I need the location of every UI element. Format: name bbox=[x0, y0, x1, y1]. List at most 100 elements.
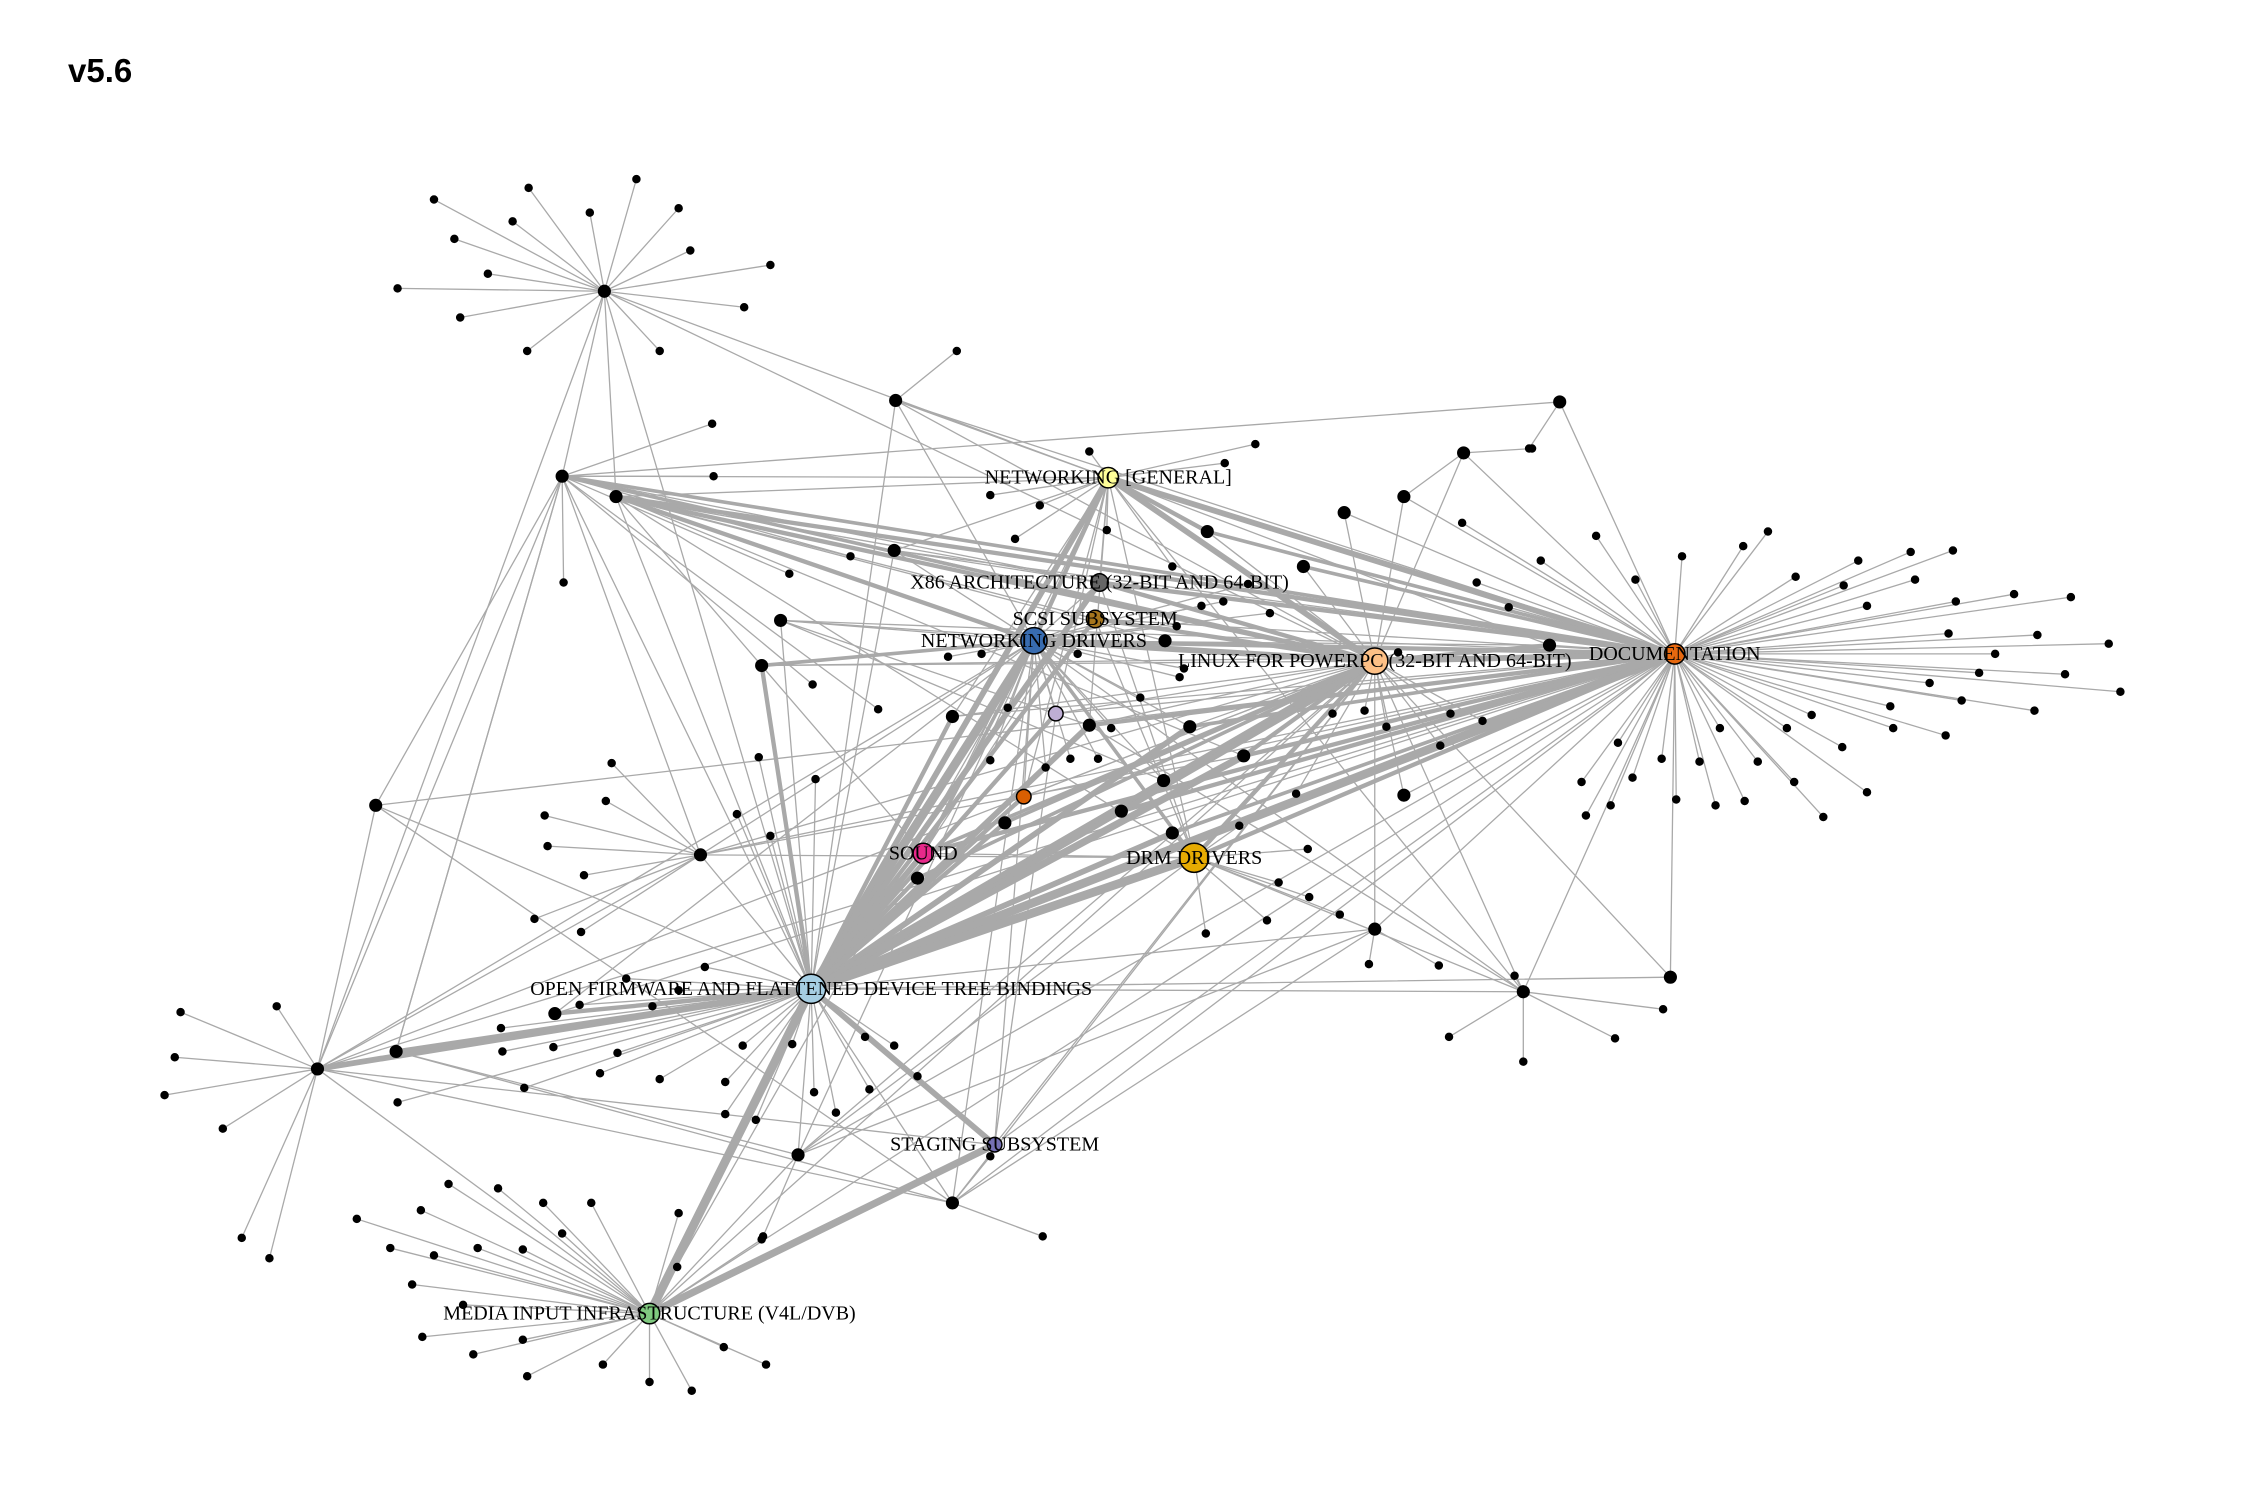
graph-edge bbox=[1403, 495, 1676, 655]
secondary-node bbox=[1183, 720, 1197, 734]
leaf-node bbox=[738, 1041, 747, 1050]
leaf-node bbox=[1925, 678, 1934, 688]
leaf-node bbox=[1382, 722, 1391, 731]
secondary-node bbox=[1368, 922, 1382, 936]
leaf-node bbox=[1628, 773, 1637, 782]
graph-edge bbox=[615, 495, 1245, 757]
graph-edge bbox=[433, 198, 606, 292]
leaf-node bbox=[1291, 789, 1301, 798]
graph-edge bbox=[1674, 653, 1947, 737]
leaf-node bbox=[1738, 541, 1748, 551]
graph-edge bbox=[472, 1312, 651, 1356]
graph-edge bbox=[1661, 653, 1676, 760]
graph-edge bbox=[951, 928, 1376, 1204]
leaf-node bbox=[1220, 458, 1230, 468]
graph-edge bbox=[648, 1154, 799, 1315]
graph-edge bbox=[615, 495, 1101, 584]
leaf-node bbox=[576, 927, 586, 937]
graph-edge-heavy bbox=[921, 638, 1036, 856]
leaf-node bbox=[645, 1377, 654, 1387]
graph-edge bbox=[1522, 991, 1664, 1010]
secondary-node bbox=[1457, 446, 1471, 460]
graph-edge bbox=[1107, 443, 1256, 479]
graph-edge bbox=[1343, 511, 1376, 662]
graph-edge bbox=[611, 762, 702, 856]
hub-label-x86-architecture: X86 ARCHITECTURE (32-BIT AND 64-BIT) bbox=[910, 572, 1289, 594]
graph-edge bbox=[779, 619, 1090, 726]
leaf-node bbox=[1974, 668, 1984, 678]
graph-edge bbox=[699, 653, 1676, 856]
leaf-node bbox=[1335, 910, 1345, 919]
leaf-node bbox=[1519, 1057, 1528, 1066]
leaf-node bbox=[1888, 723, 1898, 733]
graph-edge-heavy bbox=[806, 853, 1199, 994]
hub-node-unlabeled-orange bbox=[1015, 788, 1032, 805]
leaf-node bbox=[709, 471, 718, 481]
graph-edge bbox=[1674, 653, 1788, 729]
graph-edge-heavy bbox=[808, 778, 1166, 992]
graph-edge bbox=[1462, 447, 1533, 454]
graph-edge bbox=[1674, 545, 1744, 655]
graph-edge bbox=[316, 290, 606, 1070]
graph-edge bbox=[589, 211, 606, 292]
leaf-node bbox=[598, 1360, 608, 1369]
secondary-node bbox=[945, 1196, 960, 1210]
leaf-node bbox=[2030, 706, 2039, 715]
leaf-node bbox=[1066, 754, 1075, 763]
leaf-node bbox=[686, 246, 695, 255]
leaf-node bbox=[549, 1042, 558, 1052]
leaf-node bbox=[1807, 710, 1816, 720]
leaf-node bbox=[160, 1090, 169, 1100]
graph-edge-heavy bbox=[1191, 651, 1677, 860]
graph-edge bbox=[1107, 477, 1524, 993]
leaf-node bbox=[1038, 1232, 1047, 1241]
leaf-node bbox=[585, 208, 595, 217]
hub-label-media-input: MEDIA INPUT INFRASTRUCTURE (V4L/DVB) bbox=[443, 1303, 855, 1325]
leaf-node bbox=[1711, 801, 1720, 810]
graph-edge bbox=[1674, 653, 1824, 818]
leaf-node bbox=[1179, 664, 1189, 673]
hub-label-sound: SOUND bbox=[889, 842, 958, 864]
graph-edge bbox=[523, 988, 812, 1089]
leaf-node bbox=[595, 1069, 605, 1078]
leaf-node bbox=[739, 303, 749, 312]
leaf-node bbox=[1791, 572, 1800, 581]
graph-edge bbox=[487, 273, 606, 292]
graph-edge bbox=[395, 475, 563, 1053]
graph-edge bbox=[462, 1304, 651, 1315]
graph-edge bbox=[1088, 660, 1376, 726]
graph-edge bbox=[1461, 522, 1676, 655]
graph-edge bbox=[699, 854, 812, 990]
leaf-node bbox=[1862, 601, 1872, 611]
leaf-node bbox=[977, 649, 986, 659]
leaf-node bbox=[1393, 648, 1403, 657]
graph-edge bbox=[453, 238, 606, 292]
leaf-node bbox=[1951, 597, 1961, 606]
graph-edge bbox=[375, 804, 812, 990]
leaf-node bbox=[761, 1360, 771, 1369]
hub-label-scsi-subsystem: SCSI SUBSYSTEM bbox=[1013, 608, 1178, 630]
graph-edge bbox=[316, 1068, 996, 1146]
leaf-node bbox=[1990, 649, 2000, 659]
graph-edge bbox=[554, 640, 1035, 1015]
graph-edge bbox=[1023, 477, 1109, 798]
leaf-node bbox=[1243, 579, 1253, 589]
leaf-node bbox=[1446, 709, 1455, 718]
leaf-node bbox=[579, 870, 589, 880]
graph-edge-heavy bbox=[759, 638, 1036, 668]
leaf-node bbox=[493, 1184, 503, 1193]
graph-edge bbox=[1374, 653, 1676, 930]
hub-label-networking-general: NETWORKING [GENERAL] bbox=[985, 467, 1232, 489]
leaf-node bbox=[1041, 763, 1050, 772]
graph-edge bbox=[497, 1187, 651, 1315]
leaf-node bbox=[1093, 754, 1103, 763]
leaf-node bbox=[1434, 961, 1444, 970]
leaf-node bbox=[1591, 531, 1601, 541]
leaf-node bbox=[418, 1332, 427, 1342]
leaf-node bbox=[2104, 639, 2113, 648]
leaf-node bbox=[1839, 581, 1848, 590]
graph-edge bbox=[1674, 653, 1843, 748]
leaf-node bbox=[621, 974, 631, 983]
leaf-node bbox=[601, 796, 611, 806]
graph-edge bbox=[797, 928, 1376, 1156]
